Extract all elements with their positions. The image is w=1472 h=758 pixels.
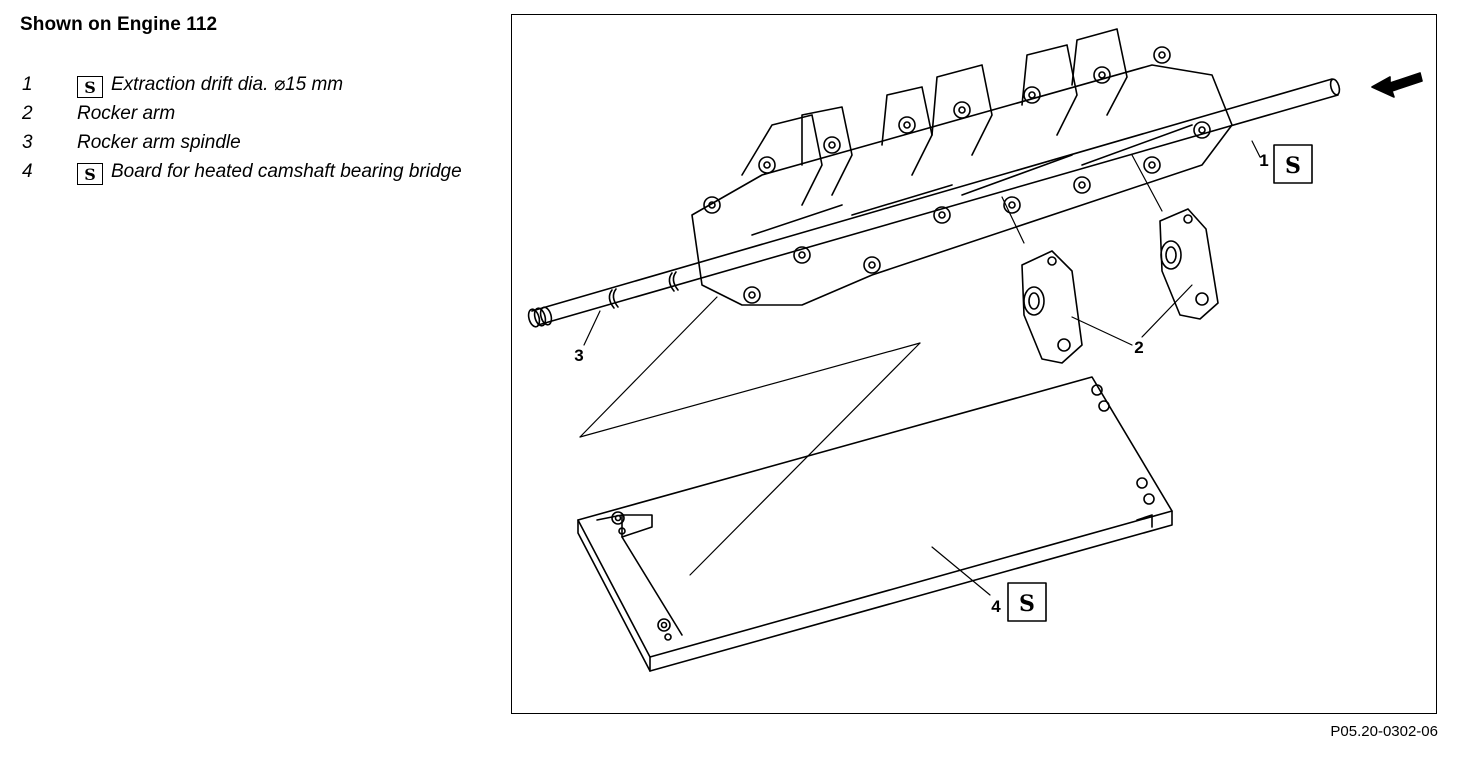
- figure-code: P05.20-0302-06: [1330, 723, 1438, 740]
- callout-4: 4: [991, 597, 1001, 616]
- legend-number: 1: [22, 74, 33, 95]
- legend-text: Extraction drift dia. ⌀15 mm: [111, 74, 344, 95]
- tool-glyph: S: [1019, 591, 1035, 617]
- leader-lines: [583, 140, 1261, 596]
- page-title: Shown on Engine 112: [20, 14, 218, 35]
- diagram-frame: S S 1 2 3 4: [511, 14, 1437, 714]
- legend-number: 4: [22, 161, 33, 182]
- special-tool-icon: [1273, 144, 1313, 184]
- legend-text: Rocker arm: [77, 103, 176, 124]
- rocker-arm-right: [1159, 208, 1219, 320]
- callout-1: 1: [1259, 151, 1268, 170]
- callout-2: 2: [1134, 338, 1143, 357]
- legend-list: 1 S Extraction drift dia. ⌀15 mm 2 Rocker…: [22, 72, 482, 188]
- rocker-arm-left: [1021, 250, 1083, 364]
- legend-text: Board for heated camshaft bearing bridge: [111, 161, 462, 182]
- callout-3: 3: [574, 346, 583, 365]
- bearing-bridge-assembly: [691, 28, 1233, 306]
- legend-item-4: 4 S Board for heated camshaft bearing bri…: [22, 159, 482, 185]
- special-tool-icon: S: [77, 76, 103, 98]
- tool-glyph: S: [1285, 153, 1301, 179]
- legend-number: 2: [22, 103, 33, 124]
- legend-number: 3: [22, 132, 33, 153]
- special-tool-icon: [1007, 582, 1047, 622]
- mounting-guide-lines: [579, 296, 921, 576]
- legend-item-2: 2 Rocker arm: [22, 101, 482, 127]
- press-direction-arrow: [1371, 72, 1423, 98]
- rocker-arm-spindle: [527, 78, 1341, 328]
- legend-text: Rocker arm spindle: [77, 132, 241, 153]
- legend-item-1: 1 S Extraction drift dia. ⌀15 mm: [22, 72, 482, 98]
- special-tool-icon: S: [77, 163, 103, 185]
- legend-item-3: 3 Rocker arm spindle: [22, 130, 482, 156]
- exploded-view-diagram: S S 1 2 3 4: [527, 28, 1423, 672]
- heating-board: [577, 376, 1173, 672]
